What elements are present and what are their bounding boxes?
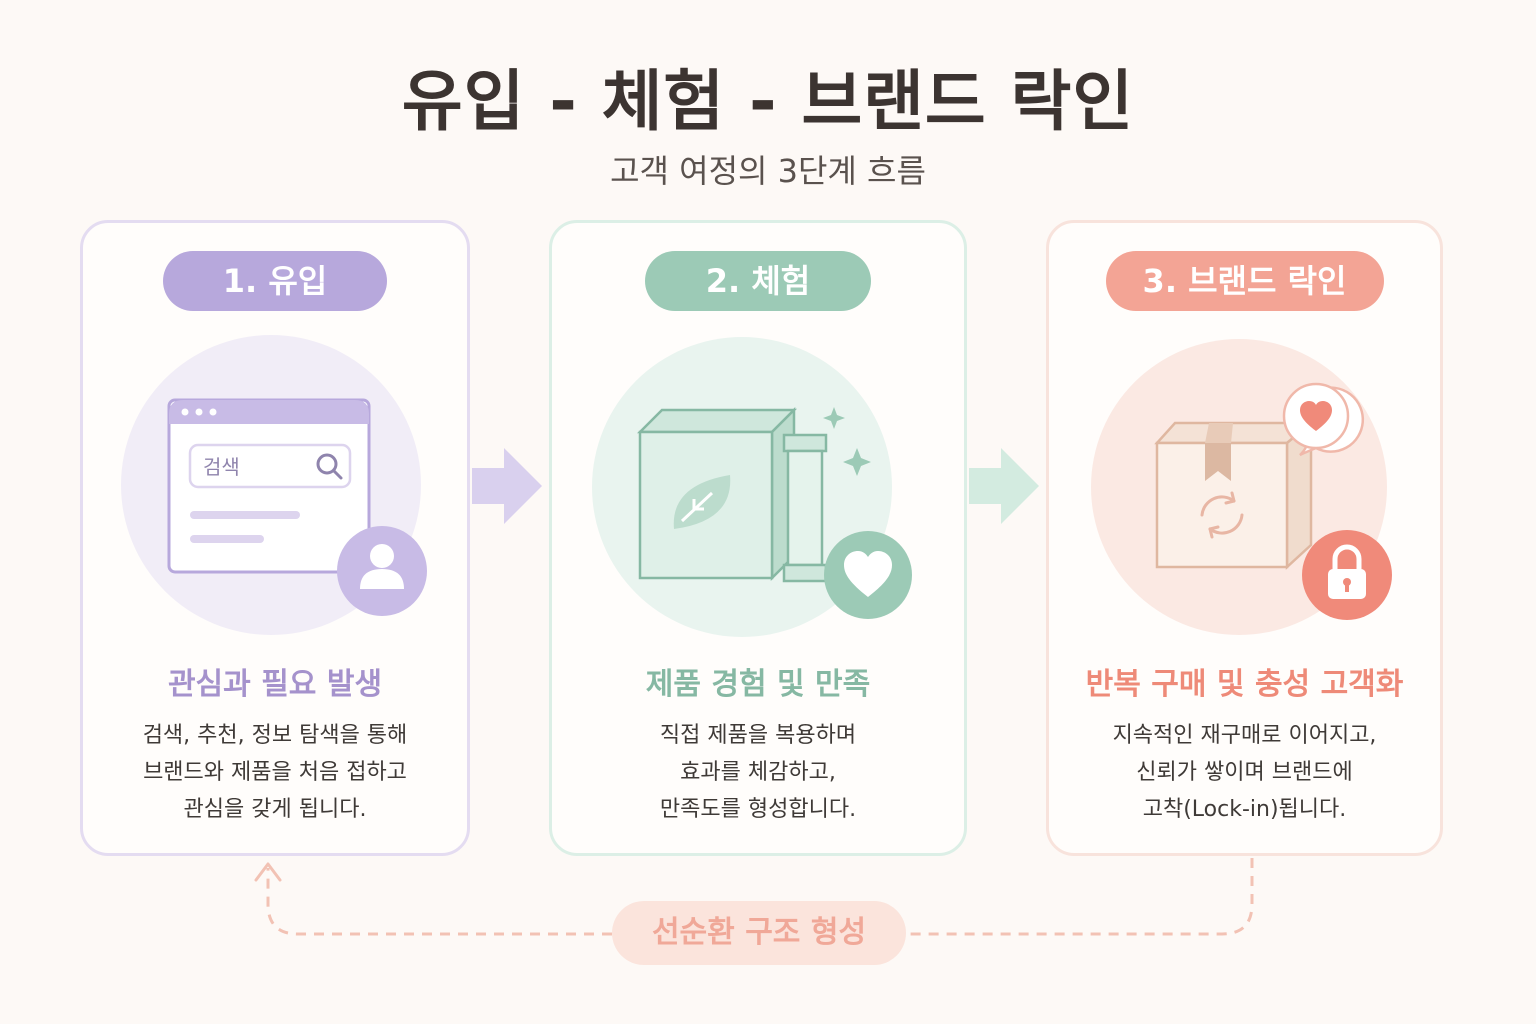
heart-icon	[824, 531, 912, 619]
loop-label: 선순환 구조 형성	[612, 901, 906, 965]
description-line: 직접 제품을 복용하며	[659, 723, 857, 748]
description-line: 고착(Lock-in)됩니다.	[1142, 797, 1347, 822]
stage-description: 검색, 추천, 정보 탐색을 통해 브랜드와 제품을 처음 접하고 관심을 갖게…	[83, 717, 467, 828]
lock-icon	[1302, 530, 1392, 620]
stage-badge: 1. 유입	[163, 251, 387, 311]
chat-heart-icon	[1282, 382, 1365, 457]
search-browser-illustration: 검색	[121, 335, 427, 635]
sparkle-icon	[823, 407, 845, 429]
search-placeholder-text: 검색	[203, 455, 240, 479]
description-line: 관심을 갖게 됩니다.	[183, 797, 367, 822]
brand-lockin-illustration	[1091, 339, 1392, 635]
page-subtitle: 고객 여정의 3단계 흐름	[610, 152, 926, 190]
description-line: 지속적인 재구매로 이어지고,	[1112, 723, 1377, 748]
stage-description: 직접 제품을 복용하며 효과를 체감하고, 만족도를 형성합니다.	[552, 717, 964, 828]
page-title: 유입 - 체험 - 브랜드 락인	[401, 63, 1135, 140]
description-line: 신뢰가 쌓이며 브랜드에	[1136, 760, 1353, 785]
stage-card-experience: 2. 체험 제품 경험 및 만족 직접 제품을 복용하며 효과를 체감하고, 만…	[549, 220, 967, 856]
stage-badge: 2. 체험	[645, 251, 871, 311]
stage-card-acquisition: 1. 유입 검색 관심과 필요 발생 검색, 추천, 정보 탐색을 통해 브랜드…	[80, 220, 470, 856]
arrow-up-icon	[254, 862, 282, 882]
search-box	[188, 443, 352, 489]
browser-titlebar	[169, 400, 369, 424]
description-line: 효과를 체감하고,	[680, 760, 836, 785]
content-line	[190, 511, 300, 519]
stage-badge: 3. 브랜드 락인	[1105, 251, 1384, 311]
stage-heading: 제품 경험 및 만족	[645, 667, 871, 702]
description-line: 브랜드와 제품을 처음 접하고	[143, 760, 407, 785]
stage-heading: 관심과 필요 발생	[167, 667, 383, 702]
leaf-icon	[673, 475, 731, 529]
sparkle-icon	[843, 448, 871, 476]
stage-card-lockin: 3. 브랜드 락인 반복 구매 및 충성 고객화	[1046, 220, 1443, 856]
stage-heading: 반복 구매 및 충성 고객화	[1085, 667, 1404, 702]
description-line: 만족도를 형성합니다.	[659, 797, 857, 822]
arrow-right-icon	[472, 448, 542, 524]
refresh-icon	[1200, 491, 1244, 539]
product-box-illustration	[592, 337, 912, 637]
stick-pouch	[782, 433, 828, 583]
description-line: 검색, 추천, 정보 탐색을 통해	[142, 723, 408, 748]
content-line	[190, 535, 264, 543]
user-icon	[337, 526, 427, 616]
stage-description: 지속적인 재구매로 이어지고, 신뢰가 쌓이며 브랜드에 고착(Lock-in)…	[1049, 717, 1440, 828]
arrow-right-icon	[969, 448, 1039, 524]
search-icon	[316, 453, 343, 480]
